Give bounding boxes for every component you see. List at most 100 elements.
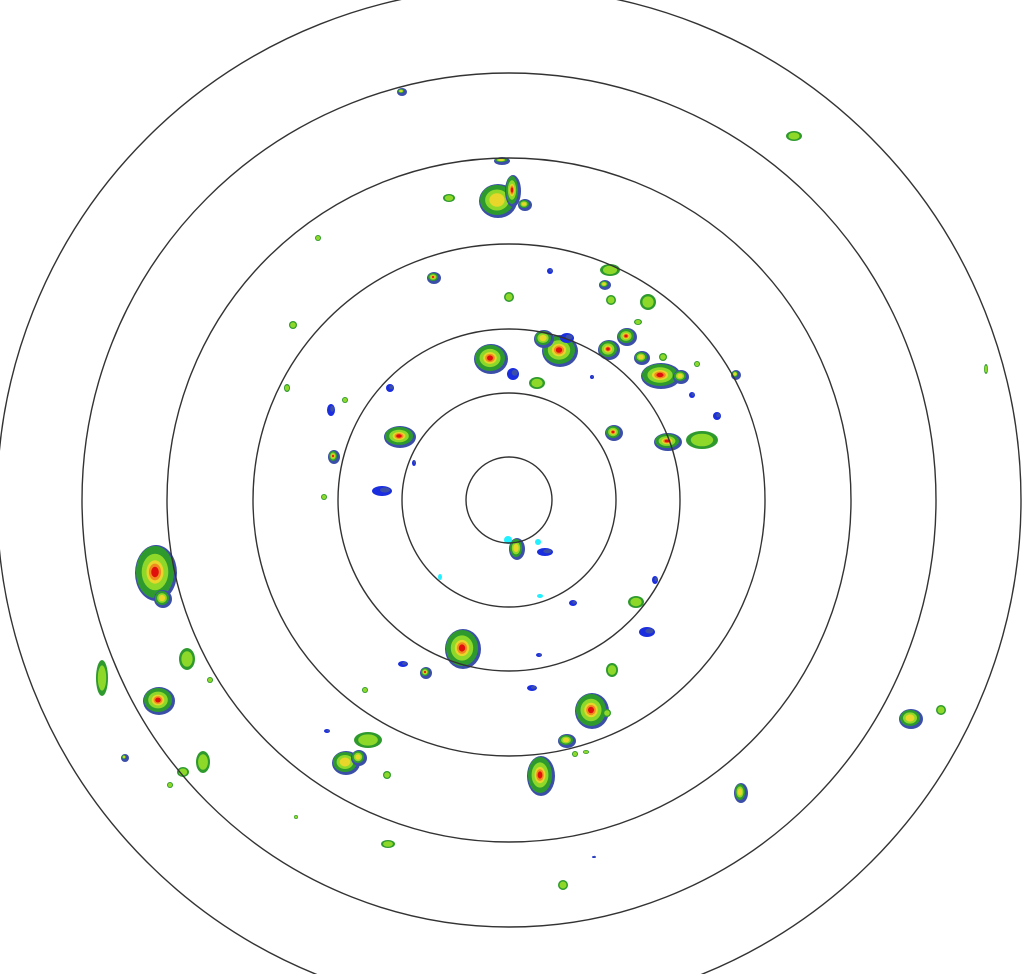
- echo-cell: [599, 280, 611, 290]
- echo-slate: [413, 460, 416, 464]
- echo-red: [606, 347, 610, 351]
- echo-light-green: [572, 751, 578, 757]
- echo-slate: [511, 369, 518, 376]
- echo-cell: [505, 175, 521, 207]
- echo-light-green: [290, 322, 296, 328]
- echo-cell: [936, 705, 946, 715]
- echo-slate: [565, 334, 573, 340]
- echo-cell: [207, 677, 213, 683]
- echo-cell: [154, 590, 172, 608]
- echo-yellow: [905, 714, 915, 722]
- echo-red: [424, 671, 426, 673]
- echo-cell: [628, 596, 644, 608]
- echo-cell: [397, 88, 407, 96]
- echo-cell: [786, 131, 802, 141]
- echo-cell: [694, 361, 700, 367]
- echo-light-green: [660, 354, 666, 360]
- echo-cell: [507, 368, 519, 380]
- echo-slate: [543, 549, 552, 554]
- echo-light-green: [362, 687, 368, 693]
- echo-light-green: [198, 754, 208, 770]
- echo-cell: [294, 815, 298, 819]
- echo-light-green: [630, 597, 642, 607]
- echo-cell: [527, 685, 537, 691]
- echo-cell: [686, 431, 718, 449]
- echo-yellow: [733, 372, 737, 376]
- echo-cell: [342, 397, 348, 403]
- echo-red: [510, 187, 514, 193]
- echo-slate: [572, 600, 577, 604]
- echo-cell: [606, 295, 616, 305]
- echo-cell: [504, 292, 514, 302]
- echo-cell: [547, 268, 553, 274]
- echo-cell: [984, 364, 988, 374]
- echo-red: [432, 276, 434, 278]
- echo-cell: [535, 539, 541, 545]
- echo-red: [396, 434, 402, 438]
- echo-light-green: [788, 132, 800, 140]
- echo-cell: [121, 754, 129, 762]
- echo-red: [611, 430, 615, 434]
- echo-cell: [362, 687, 368, 693]
- echo-yellow: [513, 543, 519, 553]
- echo-cell: [420, 667, 432, 679]
- echo-cell: [605, 425, 623, 441]
- echo-cell: [634, 319, 642, 325]
- echo-yellow: [498, 159, 504, 161]
- echo-yellow: [521, 202, 527, 206]
- echo-slate: [538, 653, 542, 656]
- echo-cell: [321, 494, 327, 500]
- echo-cell: [494, 157, 510, 165]
- echo-cell: [583, 750, 589, 754]
- echo-cell: [327, 404, 335, 416]
- echo-cell: [351, 750, 367, 766]
- echo-cell: [689, 392, 695, 398]
- echo-cell: [438, 574, 442, 580]
- echo-cell: [354, 732, 382, 748]
- echo-cell: [558, 734, 576, 748]
- echo-light-green: [635, 319, 641, 325]
- echo-light-green: [384, 772, 390, 778]
- echo-light-green: [358, 734, 378, 746]
- echo-cell: [135, 545, 177, 601]
- echo-yellow: [339, 757, 351, 767]
- echo-slate: [654, 577, 658, 582]
- range-ring-4: [252, 243, 766, 757]
- echo-cell: [427, 272, 441, 284]
- echo-slate: [380, 487, 390, 493]
- echo-cell: [383, 771, 391, 779]
- echo-cell: [592, 855, 596, 858]
- echo-cell: [504, 536, 512, 544]
- echo-light-green: [97, 665, 107, 691]
- echo-slate: [549, 268, 553, 272]
- echo-cell: [143, 687, 175, 715]
- echo-red: [555, 347, 563, 353]
- echo-cell: [600, 264, 620, 276]
- echo-slate: [330, 405, 335, 412]
- echo-cell: [315, 235, 321, 241]
- echo-cell: [443, 194, 455, 202]
- echo-cell: [673, 370, 689, 384]
- echo-cell: [167, 782, 173, 788]
- echo-cell: [527, 756, 555, 796]
- echo-cell: [474, 344, 508, 374]
- echo-cell: [386, 384, 394, 392]
- echo-slate: [326, 729, 330, 732]
- echo-red: [664, 439, 670, 443]
- echo-cell: [640, 294, 656, 310]
- echo-yellow: [489, 193, 505, 207]
- echo-cell: [324, 729, 330, 733]
- echo-light-green: [607, 665, 617, 675]
- echo-light-green: [181, 651, 193, 667]
- echo-cell: [634, 351, 650, 365]
- echo-cell: [575, 693, 609, 729]
- echo-red: [588, 706, 594, 714]
- echo-slate: [716, 413, 721, 418]
- echo-cell: [734, 783, 748, 803]
- precipitation-echoes: [96, 88, 988, 890]
- echo-light-green: [607, 296, 615, 304]
- echo-light-green: [583, 750, 589, 754]
- echo-cell: [537, 548, 553, 556]
